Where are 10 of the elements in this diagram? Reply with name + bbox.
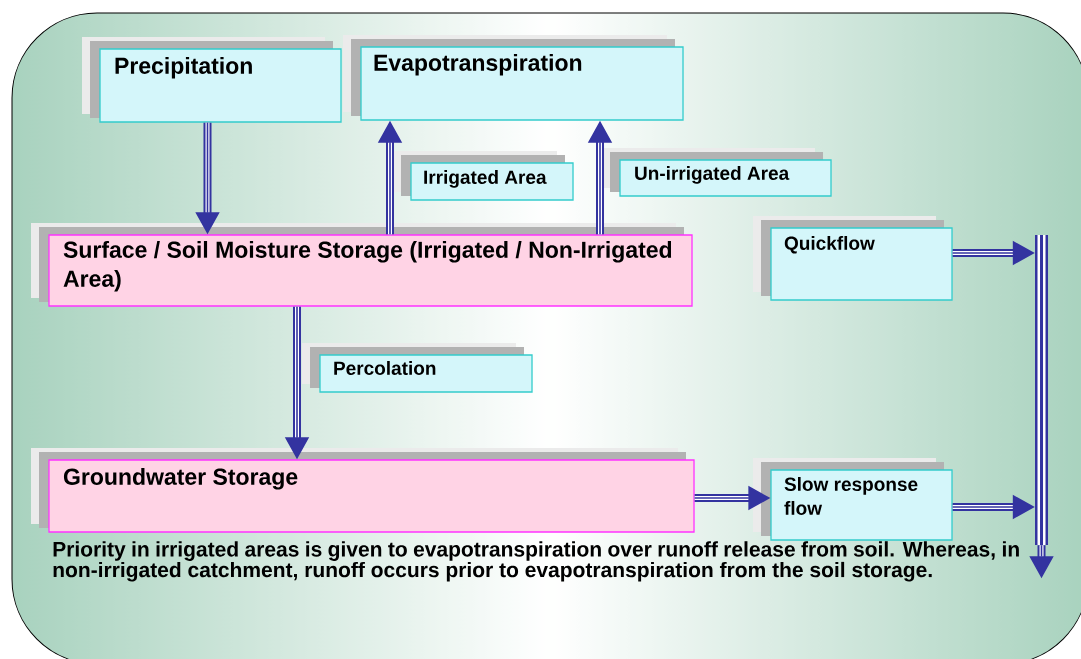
- flow-box: Slow response flow: [753, 458, 953, 541]
- storage-box: Surface / Soil Moisture Storage (Irrigated / Non-Irrigated Area): [31, 223, 693, 307]
- flow-box: Quickflow: [753, 216, 953, 301]
- label-box: Percolation: [302, 343, 533, 393]
- flow-box: Evapotranspiration: [343, 35, 684, 121]
- label-box: Irrigated Area: [393, 151, 574, 201]
- note-text: Priority in irrigated areas is given to evapotranspiration over runoff release from soil. Whereas, in non-irrigated catchment, runoff occurs prior to evapotranspiration from the soil storage.: [53, 541, 1019, 582]
- label-box: Un-irrigated Area: [602, 148, 832, 197]
- flow-box: Precipitation: [82, 37, 342, 123]
- storage-box: Groundwater Storage: [31, 448, 695, 533]
